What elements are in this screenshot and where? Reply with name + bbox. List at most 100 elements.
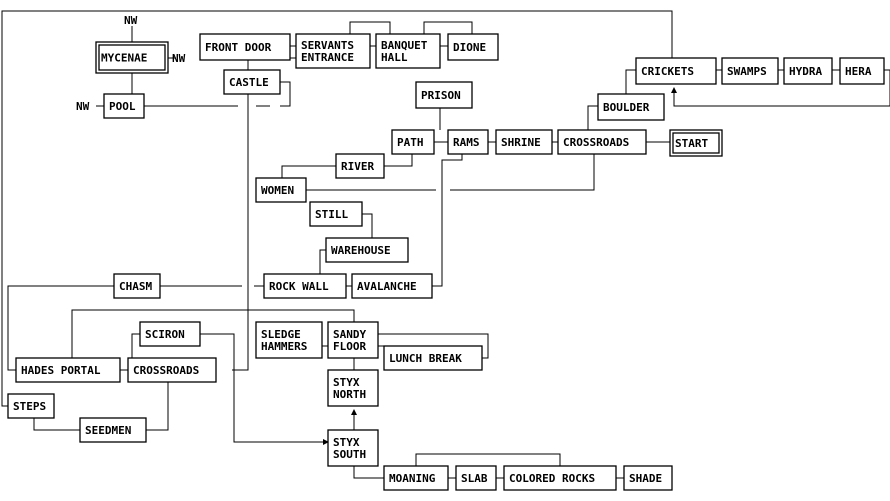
room-label: CROSSROADS: [563, 136, 629, 149]
room-box-inner: [672, 132, 720, 154]
room-label: SCIRON: [145, 328, 185, 341]
room-label: HADES PORTAL: [21, 364, 101, 377]
room-label: HALL: [381, 51, 408, 64]
room-label: SERVANTS: [301, 39, 354, 52]
room-label: BOULDER: [603, 101, 650, 114]
room-swamps: SWAMPS: [721, 57, 779, 85]
room-label: CHASM: [119, 280, 152, 293]
edge-steps-seedmen: [33, 418, 80, 431]
room-box: [103, 93, 145, 119]
edge-sciron-crossroads: [131, 333, 140, 358]
room-mycenae: MYCENAE: [95, 41, 169, 74]
room-label: HYDRA: [789, 65, 822, 78]
room-label: CRICKETS: [641, 65, 694, 78]
edge-banquet-dione: [423, 21, 473, 47]
room-crickets: CRICKETS: [635, 57, 717, 85]
room-hera: HERA: [839, 57, 885, 85]
room-label: WOMEN: [261, 184, 294, 197]
room-label: SHRINE: [501, 136, 541, 149]
room-label: AVALANCHE: [357, 280, 417, 293]
room-box: [839, 57, 885, 85]
room-label: SEEDMEN: [85, 424, 131, 437]
direction-label-mycenae-north: NW: [124, 14, 138, 27]
room-label: FRONT DOOR: [205, 41, 272, 54]
edge-hera-loop: [671, 69, 890, 107]
room-label: PATH: [397, 136, 424, 149]
room-lunch: LUNCH BREAK: [383, 345, 483, 371]
room-label: START: [675, 137, 708, 150]
edge-warehouse-rockwall: [319, 249, 326, 274]
room-box: [327, 321, 379, 359]
room-box: [335, 153, 385, 179]
room-label: SWAMPS: [727, 65, 767, 78]
room-slab: SLAB: [455, 465, 497, 491]
room-box: [635, 57, 717, 85]
room-label: MYCENAE: [101, 52, 147, 65]
room-women: WOMEN: [255, 177, 307, 203]
room-shrine: SHRINE: [495, 129, 553, 155]
edge-frontdoor-right: [289, 46, 296, 59]
room-shade: SHADE: [623, 465, 673, 491]
room-box: [447, 129, 489, 155]
room-dione: DIONE: [447, 33, 499, 61]
room-label: SANDY: [333, 328, 366, 341]
room-label: SLEDGE: [261, 328, 301, 341]
room-river: RIVER: [335, 153, 385, 179]
room-label: STYX: [333, 376, 360, 389]
room-box: [783, 57, 833, 85]
direction-label-pool-west: NW: [76, 100, 90, 113]
edge-still-warehouse: [362, 213, 373, 238]
room-label: POOL: [109, 100, 136, 113]
room-colored: COLORED ROCKS: [503, 465, 617, 491]
room-castle: CASTLE: [223, 69, 281, 95]
room-prison: PRISON: [415, 81, 473, 109]
edge-moaning-bracket: [415, 453, 561, 466]
room-box: [127, 357, 217, 383]
edge-outer-loop: [1, 10, 673, 407]
room-label: RIVER: [341, 160, 374, 173]
room-label: HERA: [845, 65, 872, 78]
room-box: [447, 33, 499, 61]
room-chasm: CHASM: [113, 273, 161, 299]
room-label: WAREHOUSE: [331, 244, 391, 257]
room-pool: POOL: [103, 93, 145, 119]
edge-rams-avalanche: [432, 154, 463, 287]
edge-path-river: [384, 154, 413, 167]
room-moaning: MOANING: [383, 465, 449, 491]
edge-crickets-boulder: [625, 69, 636, 94]
room-box: [113, 273, 161, 299]
room-label: STILL: [315, 208, 348, 221]
room-boulder: BOULDER: [597, 93, 665, 121]
room-crossroads-west: CROSSROADS: [127, 357, 217, 383]
edge-sciron-styx: [200, 333, 329, 445]
room-label: STYX: [333, 436, 360, 449]
room-box: [721, 57, 779, 85]
room-box: [327, 429, 379, 467]
room-box: [623, 465, 673, 491]
room-box: [325, 237, 409, 263]
room-hydra: HYDRA: [783, 57, 833, 85]
room-warehouse: WAREHOUSE: [325, 237, 409, 263]
room-crossroads-east: CROSSROADS: [557, 129, 647, 155]
edge-servants-banquet: [349, 21, 391, 47]
room-box: [139, 321, 201, 347]
room-box: [7, 393, 55, 419]
room-box: [597, 93, 665, 121]
room-box: [263, 273, 347, 299]
room-label: CASTLE: [229, 76, 269, 89]
room-steps: STEPS: [7, 393, 55, 419]
room-label: CROSSROADS: [133, 364, 199, 377]
edge-crossroads-women: [306, 154, 595, 191]
room-label: HAMMERS: [261, 340, 307, 353]
edge-styxsouth-moaning: [353, 466, 384, 479]
room-box: [309, 201, 363, 227]
edge-crossroads-seedmen: [146, 382, 169, 431]
room-label: STEPS: [13, 400, 46, 413]
edge-river-women: [281, 165, 336, 178]
